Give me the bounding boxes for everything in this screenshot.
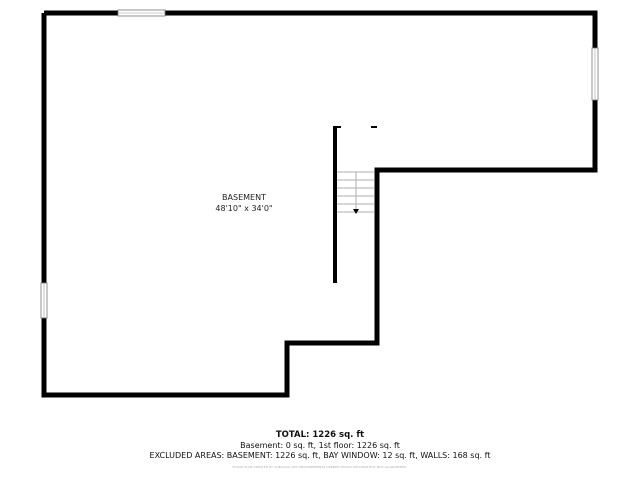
stair-walls — [333, 126, 377, 283]
stairs — [337, 171, 375, 213]
room-name: BASEMENT — [222, 193, 266, 202]
area-breakdown: Basement: 0 sq. ft, 1st floor: 1226 sq. … — [240, 441, 400, 450]
window-right — [591, 47, 599, 101]
stairs-down-arrow-icon — [353, 209, 359, 214]
disclaimer: FLOOR PLAN CREATED BY CUBICASA APP. MEAS… — [232, 465, 408, 469]
room-dimensions: 48'10" x 34'0" — [215, 204, 273, 213]
exterior-walls — [41, 10, 598, 398]
room-label: BASEMENT 48'10" x 34'0" — [194, 192, 294, 214]
total-area: TOTAL: 1226 sq. ft — [275, 430, 365, 440]
area-summary: TOTAL: 1226 sq. ft Basement: 0 sq. ft, 1… — [0, 430, 640, 469]
window-left — [40, 282, 48, 319]
window-top — [117, 9, 166, 17]
excluded-areas: EXCLUDED AREAS: BASEMENT: 1226 sq. ft, B… — [149, 451, 491, 460]
